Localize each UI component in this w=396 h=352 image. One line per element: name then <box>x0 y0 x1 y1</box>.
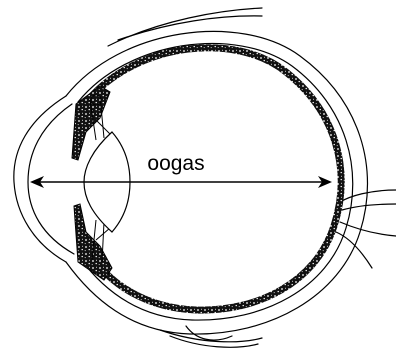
upper-muscle-line <box>108 8 262 46</box>
ciliary-process-dot <box>91 95 101 105</box>
lower-muscle-curl <box>186 326 232 340</box>
optic-nerve-bottom-2 <box>336 232 372 268</box>
optic-nerve-bottom <box>340 222 396 236</box>
axial-length-arrow <box>30 176 332 188</box>
upper-muscle-line-2 <box>118 16 262 40</box>
axial-length-label: oogas <box>147 152 204 175</box>
cornea-inner <box>28 104 74 254</box>
